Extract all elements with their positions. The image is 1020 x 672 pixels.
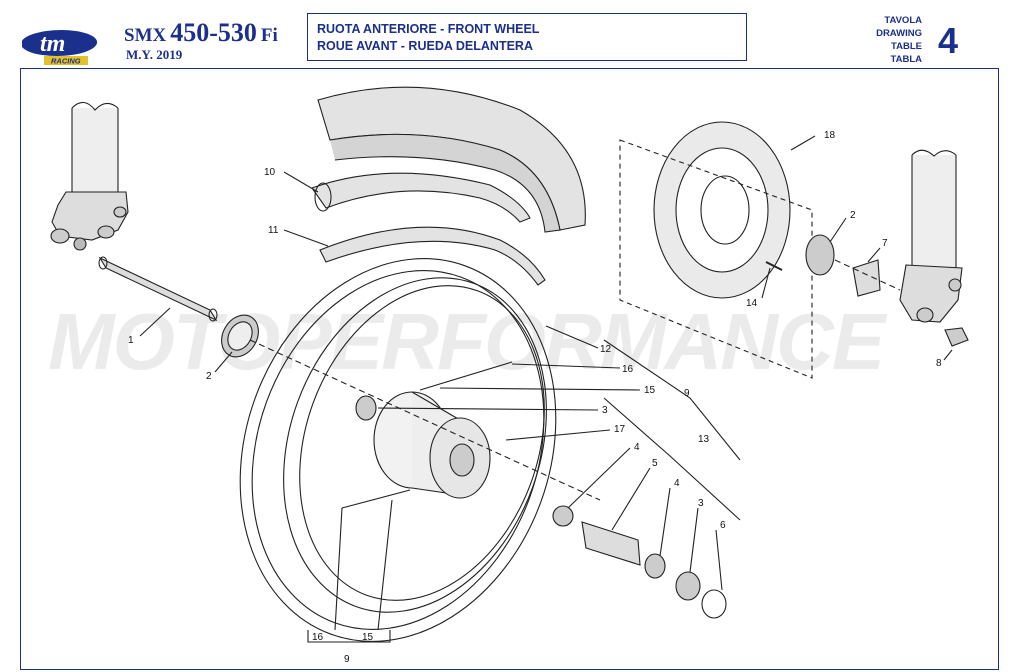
callout-12: 12 <box>600 344 612 355</box>
dust-seal-left <box>221 314 259 358</box>
callout-9-right: 9 <box>684 388 690 399</box>
model-suffix: Fi <box>260 25 278 46</box>
spoke-upper <box>419 361 513 391</box>
hub <box>373 391 491 499</box>
dust-seal-right <box>805 234 835 276</box>
spacer-right <box>852 259 881 297</box>
spoke-lower <box>341 489 411 509</box>
drawing-labels: TAVOLA DRAWING TABLE TABLA <box>858 14 922 66</box>
title-line-1: RUOTA ANTERIORE - FRONT WHEEL <box>317 22 540 36</box>
tyre <box>311 86 586 233</box>
watermark: MOTOPERFORMANCE <box>48 297 885 386</box>
circlip <box>701 589 727 619</box>
callout-4-right: 4 <box>674 478 680 489</box>
hub-spacer <box>581 521 641 566</box>
drawing-label-it: TAVOLA <box>884 15 922 26</box>
right-fork <box>899 149 963 323</box>
callout-5: 5 <box>652 458 658 469</box>
callout-15-lower: 15 <box>362 632 374 643</box>
drawing-number: 4 <box>938 20 959 61</box>
logo-sub: RACING <box>51 57 81 66</box>
callout-9-bottom: 9 <box>344 654 350 665</box>
callout-6: 6 <box>720 520 726 531</box>
callout-2-left: 2 <box>206 371 212 382</box>
callout-7: 7 <box>882 238 888 249</box>
left-fork <box>50 101 129 251</box>
callout-13: 13 <box>698 434 710 445</box>
axle-bolt <box>944 327 969 347</box>
tm-racing-logo: tm RACING <box>20 26 104 66</box>
model-prefix: SMX <box>124 25 167 46</box>
front-axle <box>98 256 218 322</box>
bearing-hub <box>355 395 377 421</box>
callout-4-left: 4 <box>634 442 640 453</box>
drawing-frame <box>20 68 999 670</box>
callout-14: 14 <box>746 298 758 309</box>
drawing-label-fr: TABLE <box>891 41 922 52</box>
drawing-label-en: DRAWING <box>876 28 922 39</box>
callout-15-upper: 15 <box>644 385 656 396</box>
callout-16-lower: 16 <box>312 632 324 643</box>
callout-2-right: 2 <box>850 210 856 221</box>
callout-3-right: 3 <box>698 498 704 509</box>
model-year: M.Y. 2019 <box>126 47 183 62</box>
callout-11: 11 <box>268 225 279 236</box>
washer-left <box>552 505 574 527</box>
disc-screw <box>765 261 783 271</box>
callout-1: 1 <box>128 335 134 346</box>
drawing-label-es: TABLA <box>890 54 922 65</box>
title-line-2: ROUE AVANT - RUEDA DELANTERA <box>317 39 533 53</box>
callout-18: 18 <box>824 130 836 141</box>
callout-10: 10 <box>264 167 276 178</box>
drawing-title-box: RUOTA ANTERIORE - FRONT WHEEL ROUE AVANT… <box>307 13 747 61</box>
brake-disc <box>653 121 791 299</box>
logo-text: tm <box>40 31 65 57</box>
bearing-right <box>675 571 701 601</box>
rim-band <box>319 226 546 286</box>
header: tm RACING SMX 450-530 Fi M.Y. 2019 RUOTA… <box>0 0 1020 68</box>
callout-3-hub: 3 <box>602 405 608 416</box>
callout-17: 17 <box>614 424 626 435</box>
model-name: SMX 450-530 Fi <box>124 18 278 48</box>
callout-16-upper: 16 <box>622 364 634 375</box>
callout-8: 8 <box>936 358 942 369</box>
washer-right <box>644 553 666 579</box>
model-number: 450-530 <box>170 18 257 47</box>
